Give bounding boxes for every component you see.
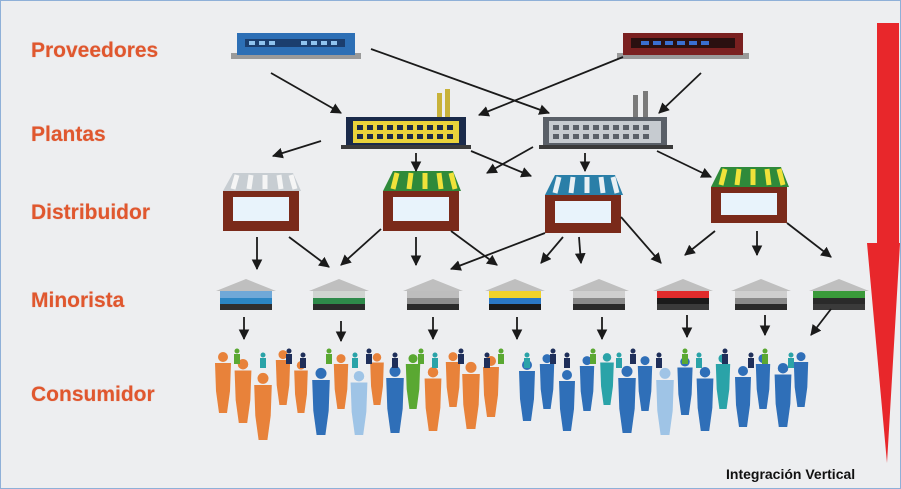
consumer-figure-small [616, 352, 622, 368]
consumer-figure [234, 358, 252, 423]
consumer-figure [696, 366, 714, 431]
consumer-figure [559, 370, 575, 431]
level-label-plants: Plantas [31, 123, 106, 146]
consumer-figure-small [722, 348, 728, 364]
consumer-figure [793, 352, 809, 407]
consumer-figure-small [590, 348, 596, 364]
plant-factory-gray [539, 91, 673, 149]
level-label-suppliers: Proveedores [31, 39, 159, 62]
consumer-figure [215, 352, 231, 413]
consumer-figure-small [564, 352, 570, 368]
level-label-consumer: Consumidor [31, 383, 155, 406]
consumer-figure-small [458, 348, 464, 364]
consumer-figure-small [300, 352, 306, 368]
retailer-kiosk-8 [809, 279, 869, 310]
retailer-kiosk-7 [731, 279, 791, 310]
consumer-figure [445, 352, 461, 407]
consumer-figure [735, 366, 751, 427]
consumer-figure [333, 354, 349, 409]
distributor-store-4 [711, 167, 789, 223]
consumer-figure [579, 356, 595, 411]
consumer-figure [656, 367, 674, 435]
level-label-retailer: Minorista [31, 289, 125, 312]
retailer-row [216, 279, 869, 310]
consumer-figure [600, 353, 614, 405]
vertical-integration-arrow [867, 23, 900, 463]
consumer-figure [370, 353, 384, 405]
consumer-figure [294, 361, 308, 413]
supplier-building-left [231, 33, 361, 59]
consumer-figure-small [550, 348, 556, 364]
consumer-figure-small [234, 348, 240, 364]
consumer-figure-small [630, 348, 636, 364]
level-label-distributor: Distribuidor [31, 201, 150, 224]
consumer-figure [312, 367, 330, 435]
consumer-figure [618, 365, 636, 433]
consumer-figure [405, 354, 421, 409]
caption-vertical-integration: Integración Vertical [726, 466, 856, 482]
consumer-figure-small [524, 352, 530, 368]
retailer-kiosk-3 [403, 279, 463, 310]
consumer-figure-small [286, 348, 292, 364]
consumer-figure-small [260, 352, 266, 368]
distributor-store-2 [383, 171, 461, 231]
consumer-figure-small [656, 352, 662, 368]
consumer-figure-small [392, 352, 398, 368]
consumer-figure-small [498, 348, 504, 364]
consumer-figure [350, 370, 368, 435]
consumer-figure [462, 361, 480, 429]
consumer-figure-small [418, 348, 424, 364]
retailer-kiosk-1 [216, 279, 276, 310]
consumer-figure-small [682, 348, 688, 364]
distributor-store-1 [223, 173, 301, 231]
consumer-figure [677, 357, 693, 415]
retailer-kiosk-2 [309, 279, 369, 310]
supplier-building-right [617, 33, 749, 59]
retailer-kiosk-4 [485, 279, 545, 310]
plant-factory-yellow [341, 89, 471, 149]
consumer-figure [539, 354, 555, 409]
consumer-figure-small [352, 352, 358, 368]
consumer-figure-small [696, 352, 702, 368]
consumer-figure-small [484, 352, 490, 368]
consumer-figure-small [788, 352, 794, 368]
consumer-figure-small [326, 348, 332, 364]
consumer-figure-small [366, 348, 372, 364]
consumer-figure [637, 356, 653, 411]
consumer-figure [386, 365, 404, 433]
consumer-figure [275, 350, 291, 405]
consumer-figure [774, 362, 792, 427]
consumer-crowd [215, 348, 809, 440]
consumer-figure [424, 366, 442, 431]
retailer-kiosk-5 [569, 279, 629, 310]
consumer-figure-small [432, 352, 438, 368]
consumer-figure [519, 360, 535, 421]
distributor-store-3 [545, 175, 623, 233]
consumer-figure-small [748, 352, 754, 368]
consumer-figure [254, 372, 272, 440]
retailer-kiosk-6 [653, 279, 713, 310]
flow-arrows [238, 48, 832, 343]
consumer-figure-small [762, 348, 768, 364]
